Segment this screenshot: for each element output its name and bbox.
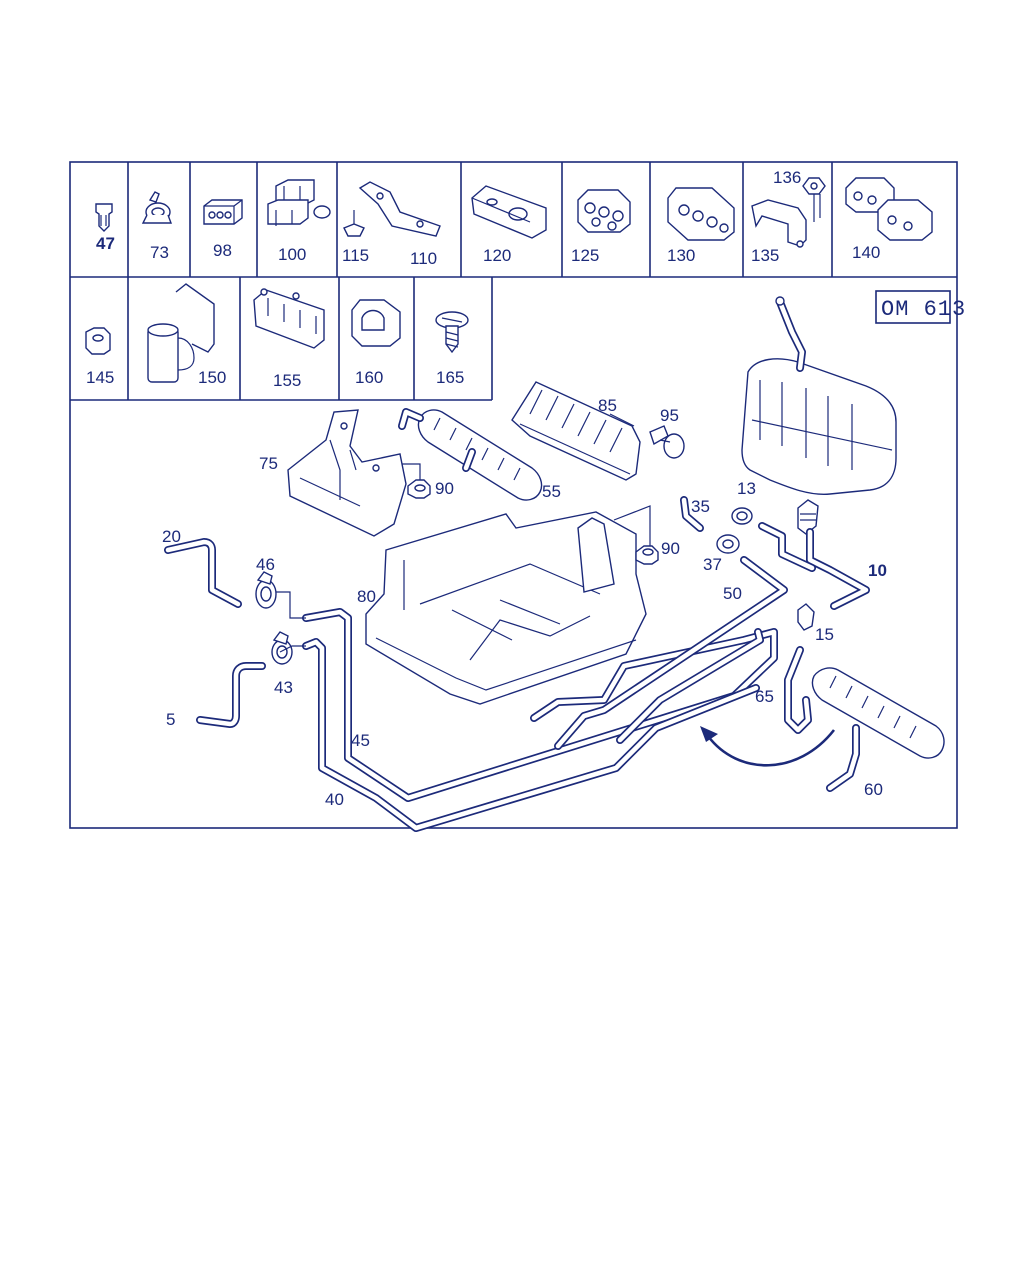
filter-65 <box>784 646 945 759</box>
fuel-line-40 <box>302 638 760 832</box>
clamp-73-icon <box>141 191 173 224</box>
flow-arrow <box>706 729 836 767</box>
hose-20 <box>164 538 242 608</box>
nut-90-upper <box>407 479 431 499</box>
label-20: 20 <box>162 527 181 546</box>
flow-arrow-head <box>700 726 718 742</box>
label-85: 85 <box>598 396 617 415</box>
clamp-46 <box>255 571 277 609</box>
label-115: 115 <box>342 246 369 265</box>
label-50: 50 <box>723 584 742 603</box>
nut-136-icon <box>802 177 826 222</box>
label-135: 135 <box>751 246 779 265</box>
nut-115-icon <box>343 210 365 237</box>
label-160: 160 <box>355 368 383 387</box>
label-90-lower: 90 <box>661 539 680 558</box>
label-150: 150 <box>198 368 226 387</box>
connector-10 <box>758 499 870 610</box>
label-73: 73 <box>150 243 169 262</box>
label-13: 13 <box>737 479 756 498</box>
label-140: 140 <box>852 243 880 262</box>
label-125: 125 <box>571 246 599 265</box>
fuel-tank <box>741 296 897 496</box>
bracket-110-icon <box>358 181 441 237</box>
hose-35 <box>680 496 704 532</box>
holder-160-icon <box>351 299 401 347</box>
bracket-135-icon <box>751 199 807 248</box>
nut-145-icon <box>85 327 111 355</box>
tray-80 <box>365 511 647 705</box>
label-165: 165 <box>436 368 464 387</box>
rivet-95 <box>649 425 685 459</box>
clip-47-icon <box>95 203 113 232</box>
label-145: 145 <box>86 368 114 387</box>
hose-5 <box>196 662 266 728</box>
holder-130-icon <box>667 187 735 241</box>
holder-140-icon <box>845 177 933 241</box>
screw-165-icon <box>435 311 469 354</box>
mount-100-icon <box>267 179 331 226</box>
engine-badge-box <box>875 290 951 324</box>
plate-120-icon <box>471 185 547 239</box>
label-110: 110 <box>410 249 437 268</box>
bracket-75 <box>287 409 407 537</box>
clip-15 <box>797 603 815 631</box>
clamp-37 <box>716 534 740 554</box>
label-136: 136 <box>773 168 801 187</box>
label-95: 95 <box>660 406 679 425</box>
label-5: 5 <box>166 710 175 729</box>
label-10: 10 <box>868 561 887 580</box>
label-80: 80 <box>357 587 376 606</box>
label-37: 37 <box>703 555 722 574</box>
engine-badge-text: OM 613 <box>881 297 966 322</box>
hose-60 <box>826 724 860 792</box>
fuel-line-45 <box>302 608 778 802</box>
clamp-13 <box>731 507 753 525</box>
label-60: 60 <box>864 780 883 799</box>
holder-98-icon <box>203 199 243 225</box>
nut-90-lower <box>635 545 659 565</box>
label-55: 55 <box>542 482 561 501</box>
diagram-frame <box>69 161 958 829</box>
damper-150-icon <box>147 283 215 383</box>
label-35: 35 <box>691 497 710 516</box>
holder-125-icon <box>577 189 631 233</box>
leader-lines <box>276 194 821 653</box>
label-155: 155 <box>273 371 301 390</box>
fuel-line-50 <box>554 556 788 750</box>
label-15: 15 <box>815 625 834 644</box>
label-40: 40 <box>325 790 344 809</box>
label-120: 120 <box>483 246 511 265</box>
label-75: 75 <box>259 454 278 473</box>
label-65: 65 <box>755 687 774 706</box>
label-90-upper: 90 <box>435 479 454 498</box>
label-46: 46 <box>256 555 275 574</box>
label-47: 47 <box>96 234 115 253</box>
holder-155-icon <box>253 288 325 349</box>
clamp-43 <box>271 631 293 665</box>
label-130: 130 <box>667 246 695 265</box>
label-45: 45 <box>351 731 370 750</box>
label-43: 43 <box>274 678 293 697</box>
muffler-55 <box>398 408 543 501</box>
heat-shield-85 <box>511 381 641 481</box>
label-100: 100 <box>278 245 306 264</box>
label-98: 98 <box>213 241 232 260</box>
